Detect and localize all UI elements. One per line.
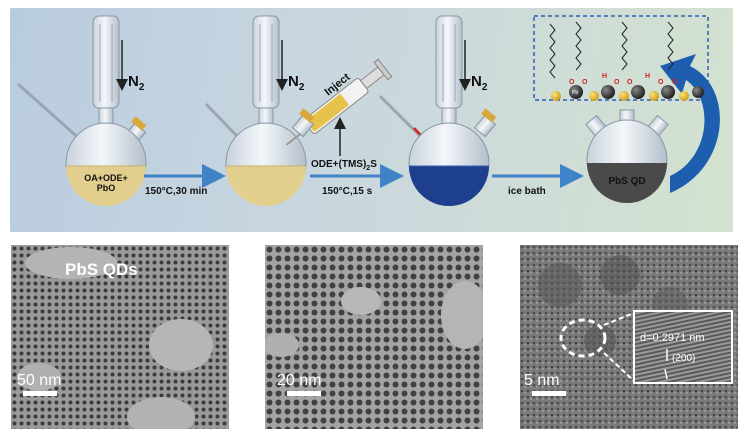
n2-label-2: N2 — [288, 73, 305, 93]
step-3-label: ice bath — [508, 186, 546, 197]
svg-text:O: O — [672, 79, 678, 86]
synthesis-scheme-svg: OA+ODE+ PbO N2 150°C,30 min N2 Inject — [17, 15, 720, 206]
tem-1-title: PbS QDs — [65, 260, 138, 279]
tem-2-scale-label: 20 nm — [277, 372, 321, 389]
syringe — [285, 58, 393, 146]
reagent-label: ODE+(TMS)2S — [311, 159, 377, 172]
step-2-label: 150°C,15 s — [322, 186, 373, 197]
tem-3-scale-bar — [532, 391, 566, 396]
svg-text:O: O — [582, 79, 588, 86]
selected-particle-circle — [559, 318, 607, 358]
big-curved-arrow — [660, 54, 720, 193]
ligand-surface-inset: O O H O O H O O Pb — [533, 15, 709, 101]
n2-label-3: N2 — [471, 73, 488, 93]
synthesis-scheme-panel: OA+ODE+ PbO N2 150°C,30 min N2 Inject — [10, 8, 733, 232]
product-flask: PbS QD — [585, 109, 669, 203]
svg-text:H: H — [645, 73, 650, 80]
tem-image-1: PbS QDs 50 nm — [11, 245, 229, 429]
n2-label-1: N2 — [128, 73, 145, 93]
flask-1: OA+ODE+ PbO N2 — [17, 15, 147, 206]
plane-label: (200) — [672, 353, 695, 364]
tem-3-scale-label: 5 nm — [524, 372, 560, 389]
product-label: PbS QD — [608, 176, 645, 187]
flask-3: N2 — [378, 15, 497, 206]
tem-2-scale-bar — [287, 391, 321, 396]
svg-text:O: O — [614, 79, 620, 86]
flask-1-label-line2: PbO — [97, 183, 116, 193]
d-spacing-label: d=0.2971 nm — [640, 332, 705, 344]
tem-1-scale-label: 50 nm — [17, 372, 61, 389]
tem-1-scale-bar — [23, 391, 57, 396]
step-1-label: 150°C,30 min — [145, 186, 207, 197]
flask-2: N2 Inject ODE+(TMS)2S — [204, 15, 393, 206]
flask-1-label-line1: OA+ODE+ — [84, 173, 128, 183]
svg-text:Pb: Pb — [572, 90, 578, 96]
svg-text:H: H — [602, 73, 607, 80]
tem-image-3-hrtem: d=0.2971 nm (200) 5 nm — [520, 245, 738, 429]
svg-text:O: O — [627, 79, 633, 86]
svg-text:O: O — [569, 79, 575, 86]
svg-text:O: O — [658, 79, 664, 86]
tem-image-2: 20 nm — [265, 245, 483, 429]
hrtem-inset — [633, 310, 733, 384]
